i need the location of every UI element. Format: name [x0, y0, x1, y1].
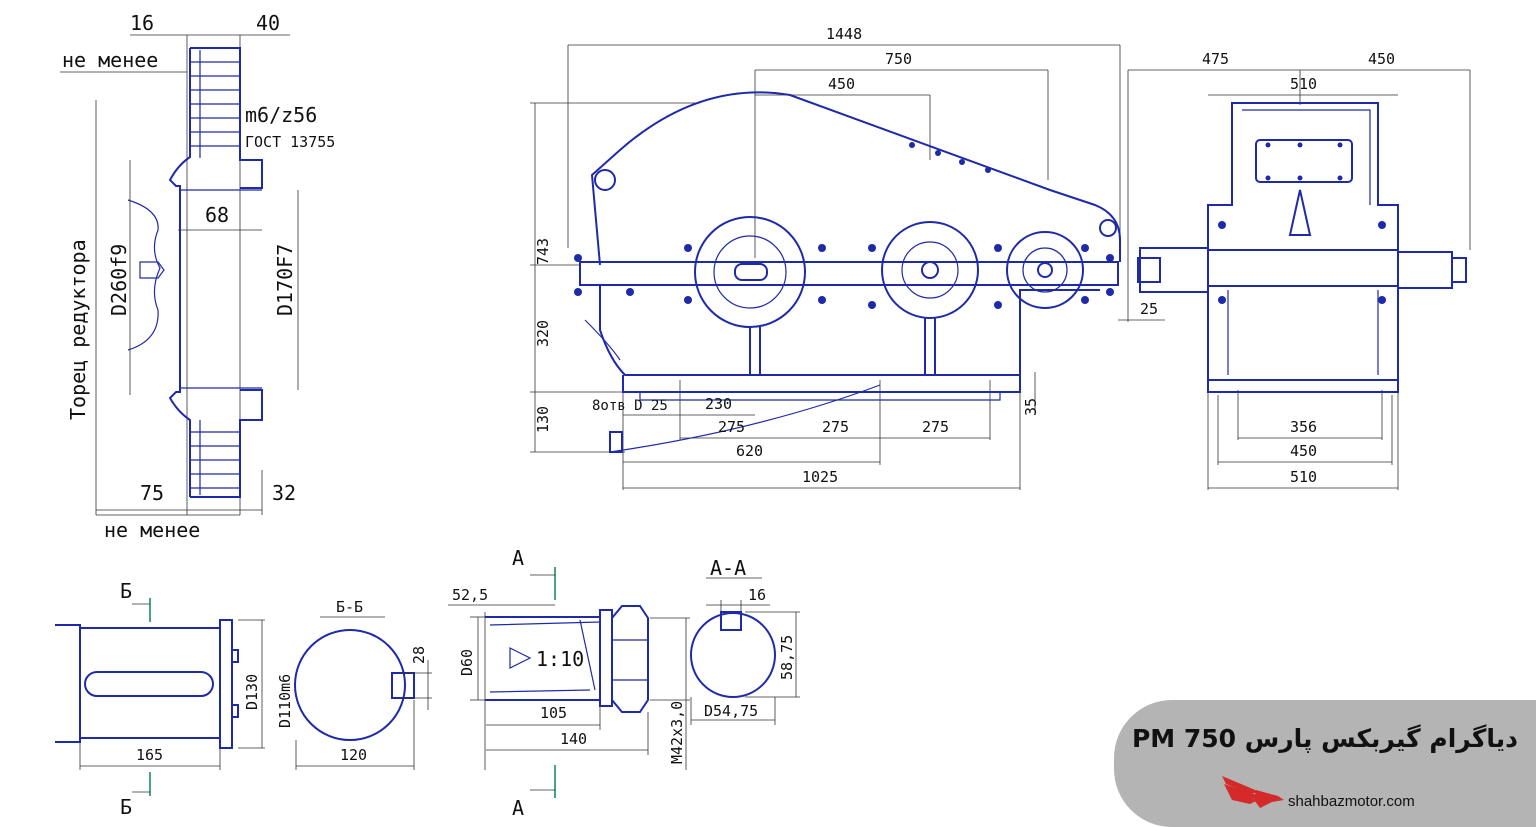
section-a-title: А-А: [710, 556, 746, 580]
section-mark-a-bottom: А: [512, 796, 524, 820]
note-not-less-bottom: не менее: [104, 518, 200, 542]
note-not-less-top: не менее: [62, 48, 158, 72]
dim-510-top: 510: [1290, 75, 1317, 93]
dim-40: 40: [256, 11, 280, 35]
section-b-title: Б-Б: [336, 598, 363, 616]
section-mark-b-bottom: Б: [120, 795, 132, 819]
dim-140: 140: [560, 730, 587, 748]
dim-d170: D170F7: [273, 244, 297, 316]
dim-450: 450: [828, 75, 855, 93]
dim-25: 25: [1140, 300, 1158, 318]
dim-68: 68: [205, 203, 229, 227]
dim-130: 130: [534, 406, 552, 433]
dim-d260: D260f9: [107, 244, 131, 316]
note-holes: 8отв D 25: [592, 398, 668, 414]
dim-16: 16: [130, 11, 154, 35]
dim-1448: 1448: [826, 25, 862, 43]
dim-32: 32: [272, 481, 296, 505]
website-link[interactable]: shahbazmotor.com: [1288, 793, 1415, 810]
dim-275-a: 275: [718, 418, 745, 436]
section-mark-a-top: А: [512, 546, 524, 570]
dim-105: 105: [540, 704, 567, 722]
dim-d54-75: D54,75: [704, 702, 758, 720]
dim-320: 320: [534, 320, 552, 347]
dim-1025: 1025: [802, 468, 838, 486]
dim-d110: D110m6: [276, 674, 294, 728]
reducer-face-label: Торец редуктора: [66, 239, 90, 420]
dim-28: 28: [410, 646, 428, 664]
dim-d60: D60: [458, 649, 476, 676]
coupling-view: 16 40 не менее m6/z56 ГОСТ 13755 68 D260…: [60, 11, 335, 542]
dim-35: 35: [1022, 398, 1040, 416]
shaft-b-view: Б Б D130 165: [55, 579, 265, 819]
dim-key-16: 16: [748, 586, 766, 604]
dim-52-5: 52,5: [452, 586, 488, 604]
dim-230: 230: [705, 395, 732, 413]
title-badge: دیاگرام گیربکس پارس PM 750 shahbazmotor.…: [1114, 700, 1536, 827]
dim-510-bottom: 510: [1290, 468, 1317, 486]
section-a-a: А-А 16 58,75 D54,75: [690, 556, 800, 725]
dim-275-b: 275: [822, 418, 849, 436]
dim-165: 165: [136, 746, 163, 764]
dim-620: 620: [736, 442, 763, 460]
diagram-title: دیاگرام گیربکس پارس PM 750: [1131, 724, 1518, 753]
section-b-b: Б-Б D110m6 28 120: [276, 598, 432, 770]
taper-ratio: 1:10: [536, 647, 584, 671]
gost-spec: ГОСТ 13755: [245, 133, 335, 151]
dim-75: 75: [140, 481, 164, 505]
spline-spec: m6/z56: [245, 103, 317, 127]
section-mark-b-top: Б: [120, 579, 132, 603]
gearbox-front-view: 1448 750 450 743 320 130 8отв D 25 230 2…: [530, 25, 1121, 490]
dim-58-75: 58,75: [778, 635, 796, 680]
dim-750: 750: [885, 50, 912, 68]
dim-475: 475: [1202, 50, 1229, 68]
dim-450-top: 450: [1368, 50, 1395, 68]
shaft-a-view: А А 52,5 D60 1:10 105 140 M42х3,0: [448, 546, 690, 820]
dim-356: 356: [1290, 418, 1317, 436]
dim-743: 743: [534, 238, 552, 265]
dim-d130: D130: [243, 674, 261, 710]
dim-450-bottom: 450: [1290, 442, 1317, 460]
dim-275-c: 275: [922, 418, 949, 436]
dim-120: 120: [340, 746, 367, 764]
shahbaz-wing-logo-icon: [1222, 776, 1284, 808]
thread-m42: M42х3,0: [668, 701, 686, 764]
gearbox-side-view: 475 450 510 25 356 450 510: [1118, 50, 1471, 490]
